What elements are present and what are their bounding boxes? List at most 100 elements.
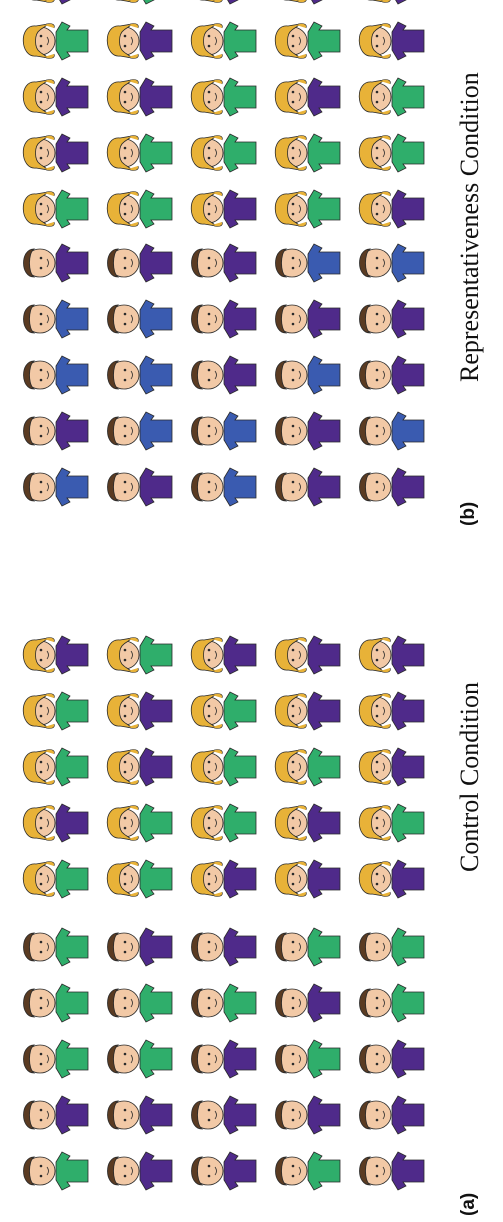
girl-figure-green-shirt bbox=[182, 688, 258, 734]
girl-figure-purple-shirt bbox=[350, 0, 426, 8]
boy-figure-purple-shirt bbox=[350, 352, 426, 398]
boy-figure-green-shirt bbox=[350, 924, 426, 970]
girl-figure-purple-shirt bbox=[350, 18, 426, 64]
girl-figure-green-shirt bbox=[182, 130, 258, 176]
boy-figure-purple-shirt bbox=[266, 980, 342, 1026]
boy-figure-blue-shirt bbox=[98, 352, 174, 398]
girl-figure-purple-shirt bbox=[98, 688, 174, 734]
girl-figure-purple-shirt bbox=[14, 74, 90, 120]
girl-figure-green-shirt bbox=[266, 744, 342, 790]
boy-figure-blue-shirt bbox=[182, 408, 258, 454]
caption-control: Control Condition bbox=[455, 682, 485, 872]
girl-figure-purple-shirt bbox=[14, 0, 90, 8]
boy-figure-blue-shirt bbox=[98, 296, 174, 342]
boy-figure-purple-shirt bbox=[350, 1148, 426, 1194]
girl-figure-green-shirt bbox=[98, 130, 174, 176]
boy-figure-green-shirt bbox=[266, 1036, 342, 1082]
girl-figure-green-shirt bbox=[14, 186, 90, 232]
boy-figure-green-shirt bbox=[266, 924, 342, 970]
girl-figure-green-shirt bbox=[98, 186, 174, 232]
girl-figure-purple-shirt bbox=[98, 18, 174, 64]
boy-figure-green-shirt bbox=[98, 980, 174, 1026]
boy-figure-purple-shirt bbox=[98, 464, 174, 510]
girl-figure-purple-shirt bbox=[350, 744, 426, 790]
girl-figure-green-shirt bbox=[14, 856, 90, 902]
girl-figure-purple-shirt bbox=[266, 632, 342, 678]
girl-figure-green-shirt bbox=[98, 800, 174, 846]
boy-figure-purple-shirt bbox=[182, 924, 258, 970]
girl-figure-green-shirt bbox=[266, 130, 342, 176]
girl-figure-green-shirt bbox=[350, 800, 426, 846]
boy-figure-green-shirt bbox=[98, 1036, 174, 1082]
boy-figure-green-shirt bbox=[182, 980, 258, 1026]
girl-figure-purple-shirt bbox=[266, 800, 342, 846]
girl-figure-purple-shirt bbox=[182, 0, 258, 8]
girl-figure-purple-shirt bbox=[266, 74, 342, 120]
girl-figure-green-shirt bbox=[14, 18, 90, 64]
girl-figure-purple-shirt bbox=[350, 856, 426, 902]
boy-figure-purple-shirt bbox=[182, 1092, 258, 1138]
girl-figure-purple-shirt bbox=[266, 0, 342, 8]
girl-figure-green-shirt bbox=[14, 688, 90, 734]
girl-figure-green-shirt bbox=[182, 744, 258, 790]
boy-figure-purple-shirt bbox=[182, 240, 258, 286]
boy-figure-purple-shirt bbox=[182, 296, 258, 342]
girl-figure-purple-shirt bbox=[350, 186, 426, 232]
panel-label-b: (b) bbox=[458, 502, 480, 526]
boy-figure-purple-shirt bbox=[350, 1092, 426, 1138]
girl-figure-green-shirt bbox=[350, 74, 426, 120]
girl-figure-green-shirt bbox=[266, 186, 342, 232]
boy-figure-green-shirt bbox=[266, 1148, 342, 1194]
boy-figure-blue-shirt bbox=[14, 296, 90, 342]
boy-figure-purple-shirt bbox=[98, 240, 174, 286]
girl-figure-green-shirt bbox=[14, 744, 90, 790]
boy-figure-green-shirt bbox=[14, 1148, 90, 1194]
boy-figure-purple-shirt bbox=[14, 1092, 90, 1138]
boy-figure-purple-shirt bbox=[98, 924, 174, 970]
boy-figure-green-shirt bbox=[14, 1036, 90, 1082]
boy-figure-purple-shirt bbox=[14, 408, 90, 454]
girl-figure-purple-shirt bbox=[98, 74, 174, 120]
girl-figure-purple-shirt bbox=[14, 632, 90, 678]
panel-label-a: (a) bbox=[458, 1193, 480, 1216]
boy-figure-purple-shirt bbox=[266, 408, 342, 454]
girl-figure-purple-shirt bbox=[266, 688, 342, 734]
boy-figure-blue-shirt bbox=[14, 464, 90, 510]
boy-figure-blue-shirt bbox=[266, 240, 342, 286]
boy-figure-blue-shirt bbox=[182, 464, 258, 510]
girl-figure-purple-shirt bbox=[266, 856, 342, 902]
caption-representativeness: Representativeness Condition bbox=[455, 72, 485, 382]
boy-figure-purple-shirt bbox=[350, 464, 426, 510]
girl-figure-purple-shirt bbox=[182, 186, 258, 232]
girl-figure-green-shirt bbox=[182, 74, 258, 120]
girl-figure-purple-shirt bbox=[182, 632, 258, 678]
girl-figure-green-shirt bbox=[350, 130, 426, 176]
girl-figure-purple-shirt bbox=[14, 130, 90, 176]
boy-figure-purple-shirt bbox=[182, 1148, 258, 1194]
boy-figure-green-shirt bbox=[14, 924, 90, 970]
boy-figure-green-shirt bbox=[350, 980, 426, 1026]
boy-figure-purple-shirt bbox=[266, 464, 342, 510]
boy-figure-purple-shirt bbox=[14, 240, 90, 286]
girl-figure-green-shirt bbox=[182, 800, 258, 846]
boy-figure-purple-shirt bbox=[350, 296, 426, 342]
boy-figure-purple-shirt bbox=[182, 1036, 258, 1082]
boy-figure-purple-shirt bbox=[350, 1036, 426, 1082]
girl-figure-purple-shirt bbox=[182, 856, 258, 902]
girl-figure-green-shirt bbox=[98, 0, 174, 8]
boy-figure-blue-shirt bbox=[98, 408, 174, 454]
girl-figure-purple-shirt bbox=[350, 632, 426, 678]
boy-figure-purple-shirt bbox=[266, 296, 342, 342]
girl-figure-purple-shirt bbox=[14, 800, 90, 846]
boy-figure-blue-shirt bbox=[266, 352, 342, 398]
girl-figure-purple-shirt bbox=[350, 688, 426, 734]
girl-figure-purple-shirt bbox=[98, 744, 174, 790]
girl-figure-green-shirt bbox=[98, 632, 174, 678]
girl-figure-green-shirt bbox=[98, 856, 174, 902]
boy-figure-blue-shirt bbox=[350, 240, 426, 286]
boy-figure-blue-shirt bbox=[350, 408, 426, 454]
girl-figure-green-shirt bbox=[182, 18, 258, 64]
boy-figure-purple-shirt bbox=[98, 1092, 174, 1138]
girl-figure-green-shirt bbox=[266, 18, 342, 64]
